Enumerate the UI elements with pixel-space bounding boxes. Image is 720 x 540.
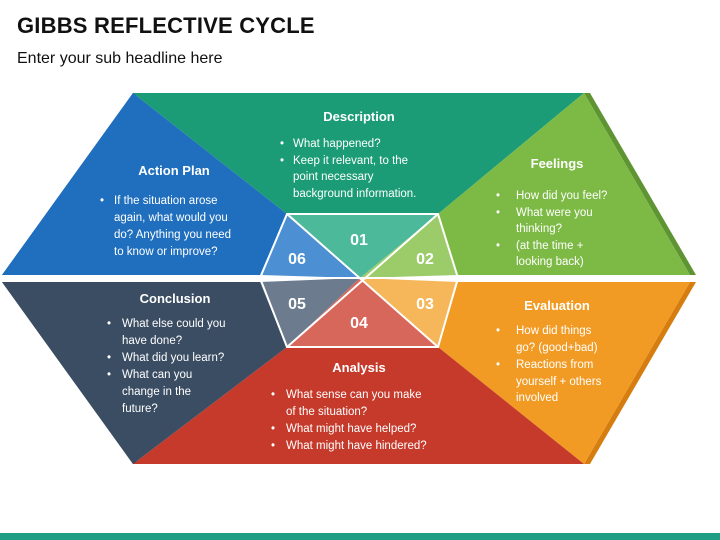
inner-segment-01 xyxy=(287,214,438,278)
description-line-4: background information. xyxy=(293,188,416,200)
evaluation-edge xyxy=(584,282,696,464)
bullet-marker: • xyxy=(107,352,111,364)
feelings-line-4: (at the time + xyxy=(516,240,584,252)
feelings-bullets: • How did you feel? • What were you thin… xyxy=(496,190,607,268)
conclusion-line-3: What did you learn? xyxy=(122,352,224,364)
analysis-bullets: • What sense can you make of the situati… xyxy=(271,389,427,452)
analysis-segment xyxy=(133,347,584,464)
description-title: Description xyxy=(323,109,395,124)
conclusion-title: Conclusion xyxy=(140,291,211,306)
evaluation-line-1: How did things xyxy=(516,325,592,337)
feelings-edge xyxy=(584,93,696,275)
inner-segment-06 xyxy=(260,214,360,278)
description-line-1: What happened? xyxy=(293,138,381,150)
feelings-line-2: What were you xyxy=(516,207,593,219)
inner-segment-04 xyxy=(287,278,438,347)
bullet-marker: • xyxy=(107,318,111,330)
conclusion-line-6: future? xyxy=(122,403,158,415)
evaluation-line-3: Reactions from xyxy=(516,359,593,371)
analysis-line-1: What sense can you make xyxy=(286,389,422,401)
action-plan-bullets: • If the situation arose again, what wou… xyxy=(100,195,231,258)
number-05: 05 xyxy=(288,296,306,313)
conclusion-bullets: • What else could you have done? • What … xyxy=(107,318,226,415)
feelings-segment xyxy=(438,93,690,275)
inner-dividers xyxy=(258,213,460,348)
feelings-line-5: looking back) xyxy=(516,256,584,268)
action-plan-line-1: If the situation arose xyxy=(114,195,218,207)
analysis-title: Analysis xyxy=(332,360,385,375)
conclusion-segment xyxy=(2,282,287,464)
bullet-marker: • xyxy=(496,240,500,252)
feelings-line-1: How did you feel? xyxy=(516,190,607,202)
bottom-accent-bar xyxy=(0,533,720,540)
conclusion-line-5: change in the xyxy=(122,386,191,398)
number-06: 06 xyxy=(288,251,306,268)
number-01: 01 xyxy=(350,232,368,249)
feelings-line-3: thinking? xyxy=(516,223,562,235)
evaluation-line-2: go? (good+bad) xyxy=(516,342,598,354)
conclusion-line-2: have done? xyxy=(122,335,182,347)
page-title: GIBBS REFLECTIVE CYCLE xyxy=(17,13,315,38)
inner-segment-05 xyxy=(260,278,360,347)
evaluation-segment xyxy=(438,282,690,464)
page-subtitle: Enter your sub headline here xyxy=(17,50,223,67)
description-line-3: point necessary xyxy=(293,171,374,183)
bullet-marker: • xyxy=(496,207,500,219)
bullet-marker: • xyxy=(280,155,284,167)
description-line-2: Keep it relevant, to the xyxy=(293,155,408,167)
evaluation-title: Evaluation xyxy=(524,298,590,313)
bullet-marker: • xyxy=(280,138,284,150)
action-plan-segment xyxy=(2,93,287,275)
analysis-line-3: What might have helped? xyxy=(286,423,416,435)
analysis-line-2: of the situation? xyxy=(286,406,367,418)
action-plan-title: Action Plan xyxy=(138,163,210,178)
bullet-marker: • xyxy=(271,423,275,435)
evaluation-bullets: • How did things go? (good+bad) • Reacti… xyxy=(496,325,602,404)
analysis-line-4: What might have hindered? xyxy=(286,440,427,452)
conclusion-line-1: What else could you xyxy=(122,318,226,330)
conclusion-line-4: What can you xyxy=(122,369,192,381)
bullet-marker: • xyxy=(271,389,275,401)
action-plan-line-3: do? Anything you need xyxy=(114,229,231,241)
evaluation-line-5: involved xyxy=(516,392,558,404)
bullet-marker: • xyxy=(496,359,500,371)
bullet-marker: • xyxy=(107,369,111,381)
bullet-marker: • xyxy=(496,325,500,337)
bullet-marker: • xyxy=(271,440,275,452)
evaluation-line-4: yourself + others xyxy=(516,376,602,388)
number-04: 04 xyxy=(350,315,368,332)
description-bullets: • What happened? • Keep it relevant, to … xyxy=(280,138,416,200)
action-plan-line-4: to know or improve? xyxy=(114,246,218,258)
number-03: 03 xyxy=(416,296,434,313)
number-02: 02 xyxy=(416,251,434,268)
bullet-marker: • xyxy=(496,190,500,202)
inner-segment-03 xyxy=(360,278,458,347)
action-plan-line-2: again, what would you xyxy=(114,212,228,224)
bullet-marker: • xyxy=(100,195,104,207)
description-segment xyxy=(133,93,584,214)
feelings-title: Feelings xyxy=(531,156,584,171)
